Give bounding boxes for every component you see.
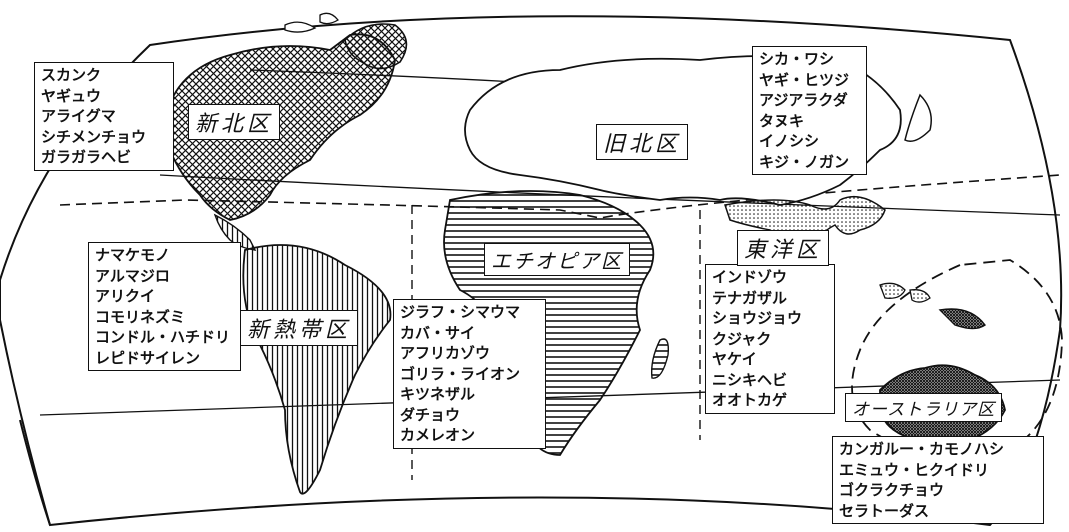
animal-item: ジラフ・シマウマ [400, 303, 521, 321]
animal-item: オオトカゲ [712, 391, 788, 409]
animal-item: カバ・サイ [400, 323, 476, 342]
madagascar [650, 338, 670, 379]
animal-item: ヤギ・ヒツジ [759, 70, 850, 89]
animal-item: エミュウ・ヒクイドリ [839, 460, 990, 479]
animal-item: アフリカゾウ [400, 344, 491, 362]
animal-item: キツネザル [400, 385, 476, 403]
animal-item: セラトーダス [839, 501, 930, 520]
animal-item: レピドサイレン [95, 348, 201, 367]
boundary-dashed-main [59, 174, 1061, 219]
central-america [213, 213, 257, 251]
south-america [242, 244, 392, 495]
animal-item: ヤギュウ [41, 86, 102, 105]
nearctic-animal-list: スカンク ヤギュウ アライグマ シチメンチョウ ガラガラヘビ [34, 62, 174, 171]
animal-item: シチメンチョウ [41, 127, 147, 146]
animal-item: アジアラクダ [759, 91, 848, 109]
sea-islands [879, 282, 931, 303]
animal-item: タヌキ [759, 111, 805, 130]
animal-item: アリクイ [95, 287, 156, 305]
animal-item: コンドル・ハチドリ [95, 328, 231, 346]
animal-item: ゴリラ・ライオン [400, 364, 521, 383]
animal-item: ショウジョウ [712, 309, 803, 327]
animal-item: ダチョウ [400, 405, 461, 424]
animal-item: ゴクラクチョウ [839, 481, 945, 499]
animal-item: ナマケモノ [95, 246, 171, 264]
arctic-islands [284, 12, 339, 33]
neotropical-animal-list: ナマケモノ アルマジロ アリクイ コモリネズミ コンドル・ハチドリ レピドサイレ… [88, 242, 241, 371]
greenland [344, 23, 408, 70]
animal-item: コモリネズミ [95, 307, 186, 326]
palearctic-animal-list: シカ・ワシ ヤギ・ヒツジ アジアラクダ タヌキ イノシシ キジ・ノガン [752, 46, 867, 175]
animal-item: インドゾウ [712, 268, 788, 286]
australian-animal-list: カンガルー・カモノハシ エミュウ・ヒクイドリ ゴクラクチョウ セラトーダス [832, 436, 1044, 524]
animal-item: キジ・ノガン [759, 152, 850, 171]
animal-item: シカ・ワシ [759, 50, 835, 68]
ethiopian-region-label: エチオピア区 [484, 243, 630, 276]
animal-item: カメレオン [400, 426, 476, 444]
map-frame [0, 15, 1063, 527]
animal-item: クジャク [712, 329, 772, 348]
animal-item: ガラガラヘビ [41, 148, 132, 166]
ethiopian-animal-list: ジラフ・シマウマ カバ・サイ アフリカゾウ ゴリラ・ライオン キツネザル ダチョ… [393, 299, 546, 449]
oriental-animal-list: インドゾウ テナガザル ショウジョウ クジャク ヤケイ ニシキヘビ オオトカゲ [705, 264, 835, 414]
neotropical-region-label: 新熱帯区 [240, 310, 359, 346]
animal-item: アライグマ [41, 107, 116, 125]
japan [904, 93, 932, 142]
animal-item: ヤケイ [712, 350, 757, 368]
oriental-region-label: 東洋区 [737, 230, 830, 266]
animal-item: テナガザル [712, 288, 788, 307]
australian-region-label: オーストラリア区 [845, 393, 1003, 422]
wallace-line [851, 259, 1063, 458]
animal-item: ニシキヘビ [712, 370, 788, 389]
frame-edge [19, 419, 51, 526]
new-guinea [938, 308, 986, 330]
nearctic-region-label: 新北区 [188, 104, 281, 140]
palearctic-region-label: 旧北区 [596, 124, 689, 160]
animal-item: アルマジロ [95, 266, 170, 285]
animal-item: スカンク [41, 66, 102, 84]
animal-item: カンガルー・カモノハシ [839, 440, 1005, 458]
animal-item: イノシシ [759, 132, 820, 150]
